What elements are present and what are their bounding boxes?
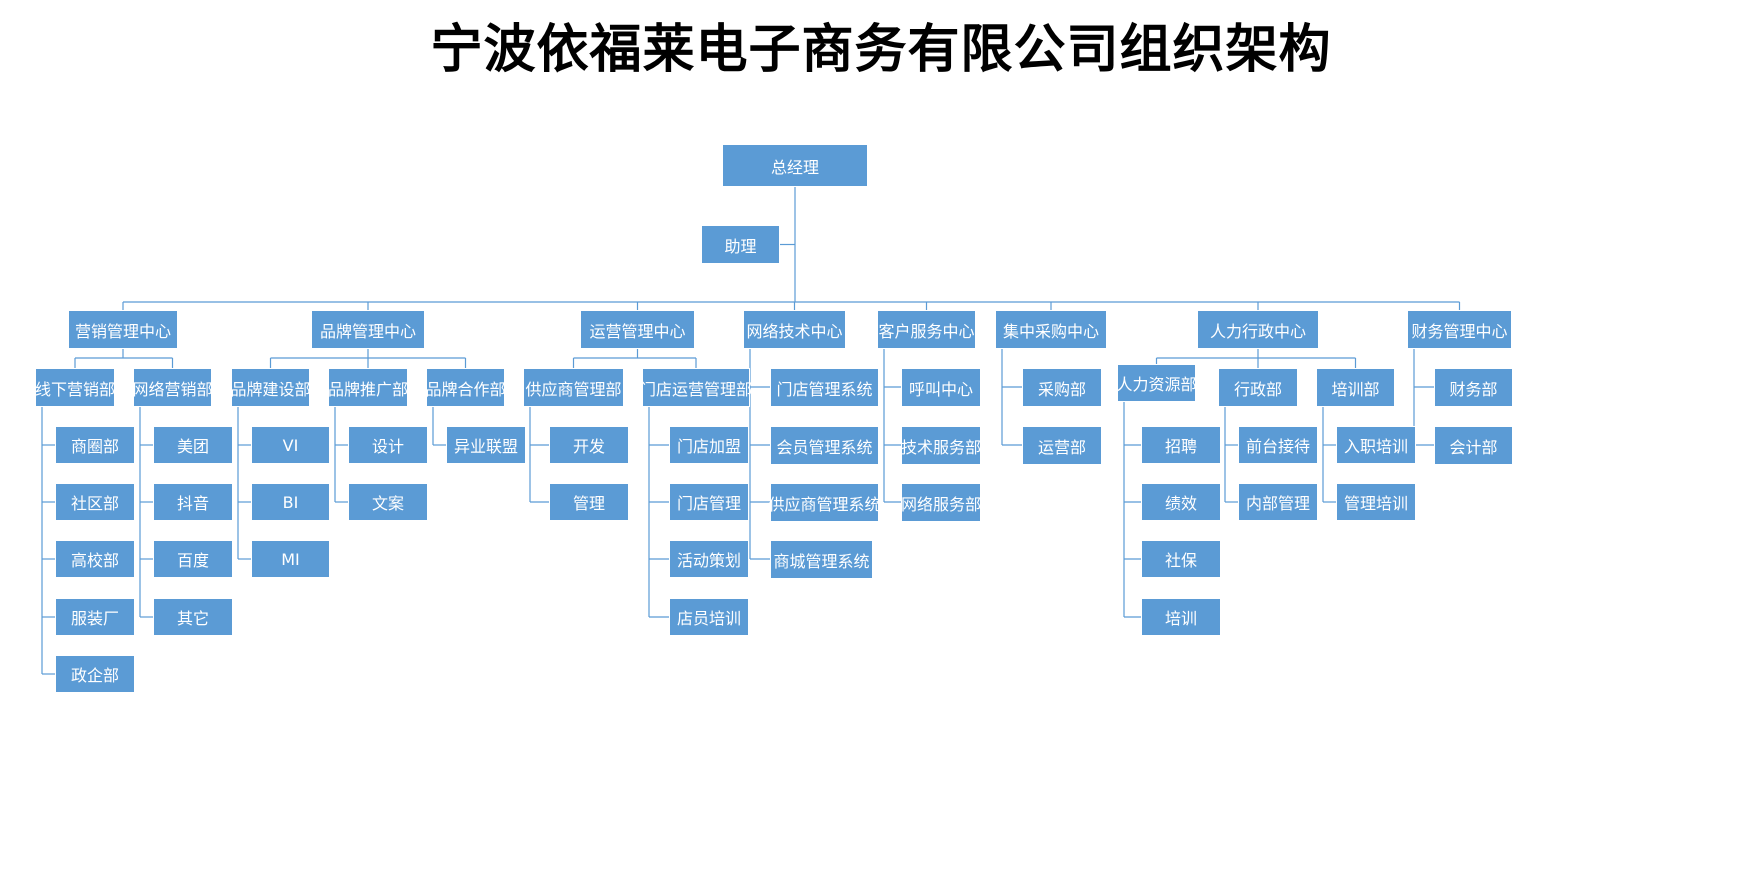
unit-box: 采购部 [1022, 368, 1102, 407]
unit-box: 异业联盟 [446, 426, 526, 464]
unit-box: 美团 [153, 426, 233, 464]
department-box: 门店运营管理部 [640, 368, 752, 407]
department-box: 人力资源部 [1117, 364, 1197, 402]
department-box: 培训部 [1316, 368, 1395, 407]
unit-box: 社保 [1141, 540, 1221, 578]
department-box: 行政部 [1218, 368, 1298, 407]
unit-box: 店员培训 [669, 598, 749, 636]
center-box: 人力行政中心 [1197, 310, 1319, 349]
unit-box: 门店管理 [669, 483, 749, 521]
unit-box: 入职培训 [1336, 426, 1416, 464]
unit-box: 运营部 [1022, 426, 1102, 465]
unit-box: 绩效 [1141, 483, 1221, 521]
department-box: 供应商管理部 [523, 368, 624, 407]
unit-box: 财务部 [1434, 368, 1513, 407]
unit-box: 技术服务部 [901, 426, 981, 465]
unit-box: 管理 [549, 483, 629, 521]
department-box: 品牌推广部 [328, 368, 408, 407]
center-box: 客户服务中心 [877, 310, 976, 349]
unit-box: 会计部 [1434, 426, 1513, 465]
unit-box: 会员管理系统 [770, 426, 879, 465]
unit-box: 呼叫中心 [901, 368, 981, 407]
unit-box: 社区部 [55, 483, 135, 521]
unit-box: 培训 [1141, 598, 1221, 636]
center-box: 营销管理中心 [68, 310, 178, 349]
center-box: 品牌管理中心 [311, 310, 425, 349]
unit-box: 商圈部 [55, 426, 135, 464]
unit-box: 招聘 [1141, 426, 1221, 464]
unit-box: 高校部 [55, 540, 135, 578]
department-box: 线下营销部 [35, 368, 115, 407]
center-box: 运营管理中心 [580, 310, 695, 349]
unit-box: BI [251, 483, 330, 521]
unit-box: 门店加盟 [669, 426, 749, 464]
department-box: 网络营销部 [133, 368, 213, 407]
unit-box: 开发 [549, 426, 629, 464]
unit-box: 内部管理 [1238, 483, 1318, 521]
unit-box: MI [251, 540, 330, 578]
department-box: 品牌合作部 [426, 368, 506, 407]
center-box: 集中采购中心 [995, 310, 1107, 349]
unit-box: 其它 [153, 598, 233, 636]
center-box: 财务管理中心 [1407, 310, 1512, 349]
unit-box: 服装厂 [55, 598, 135, 636]
assistant-box: 助理 [701, 225, 780, 264]
unit-box: 政企部 [55, 655, 135, 693]
chart-title: 宁波依福莱电子商务有限公司组织架构 [430, 20, 1332, 80]
unit-box: 百度 [153, 540, 233, 578]
center-box: 网络技术中心 [743, 310, 846, 349]
unit-box: 商城管理系统 [770, 540, 873, 579]
unit-box: VI [251, 426, 330, 464]
unit-box: 门店管理系统 [770, 368, 879, 407]
unit-box: 前台接待 [1238, 426, 1318, 464]
general-manager-box: 总经理 [722, 144, 868, 187]
unit-box: 网络服务部 [901, 483, 981, 522]
unit-box: 活动策划 [669, 540, 749, 578]
unit-box: 管理培训 [1336, 483, 1416, 521]
department-box: 品牌建设部 [231, 368, 311, 407]
unit-box: 设计 [348, 426, 428, 464]
unit-box: 供应商管理系统 [769, 483, 881, 522]
unit-box: 抖音 [153, 483, 233, 521]
unit-box: 文案 [348, 483, 428, 521]
